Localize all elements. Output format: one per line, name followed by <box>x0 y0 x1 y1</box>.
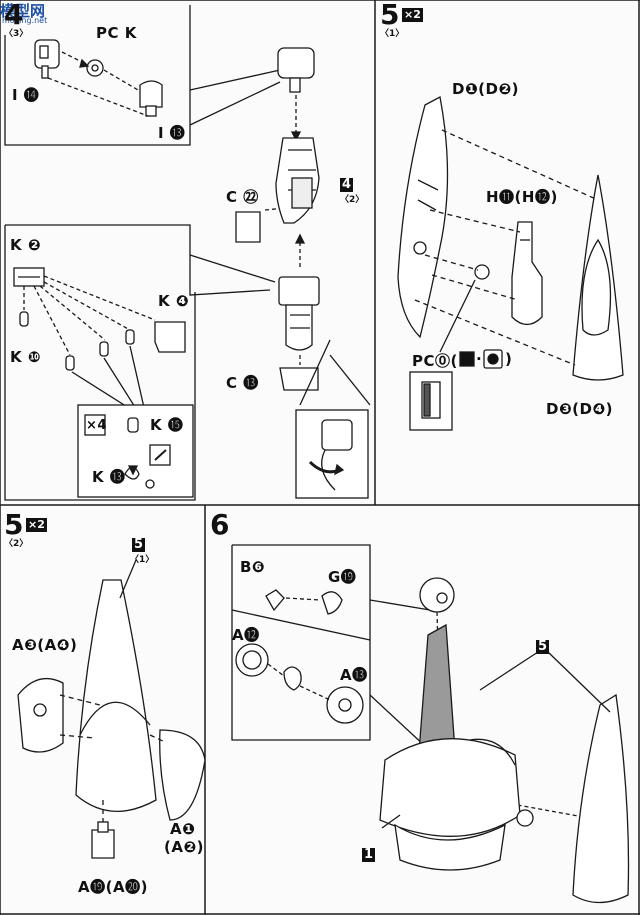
ref-step1-badge: 1 <box>362 847 375 862</box>
pc-o-leader <box>439 279 476 353</box>
label-pc-close: ) <box>505 350 513 368</box>
ref5-leader <box>119 559 137 599</box>
part-upper-arm <box>275 137 320 224</box>
label-pc-sep: · <box>476 350 483 368</box>
part-i13 <box>139 80 163 117</box>
part-shoulder-joint <box>277 47 315 93</box>
inset-arm-movement <box>295 339 371 499</box>
part-a13 <box>326 686 364 724</box>
label-h11: H⓫(H⓬) <box>486 188 558 206</box>
ref-step5-badge: 5 <box>132 537 145 552</box>
step4-sub: 〈3〉 <box>4 29 29 39</box>
part-g19 <box>321 591 343 615</box>
step6-leaders <box>381 651 611 829</box>
ref-step5-sub: 〈1〉 <box>130 555 155 565</box>
part-torso-assembly <box>379 623 534 871</box>
part-c22 <box>235 211 261 243</box>
step5-2-sub: 〈2〉 <box>4 539 29 549</box>
label-a2: (A❷) <box>164 838 205 856</box>
part-small-joint <box>283 666 302 691</box>
label-k13: K ⓭ <box>92 468 126 486</box>
ref-step4-sub: 〈2〉 <box>340 195 365 205</box>
step5-1-mult: ×2 <box>402 8 423 22</box>
label-c13: C ⓭ <box>226 374 259 392</box>
label-d3: D❸(D❹) <box>546 400 614 418</box>
label-x4: ×4 <box>86 418 107 433</box>
label-i13: I ⓭ <box>158 124 186 142</box>
label-g19: G⓳ <box>328 568 357 586</box>
label-k15: K ⓯ <box>150 416 184 434</box>
label-b6: B❻ <box>240 558 266 576</box>
step6-number: 6 <box>210 508 230 541</box>
label-k4: K ❹ <box>158 292 190 310</box>
label-k2: K ❷ <box>10 236 42 254</box>
step4-dashed-guides <box>47 51 301 365</box>
part-a19 <box>91 821 115 859</box>
k-dashed-guides <box>23 275 156 468</box>
label-a13: A⓭ <box>340 666 368 684</box>
step5-2-number: 5 <box>4 508 24 541</box>
arrowheads-step4 <box>79 58 306 244</box>
part-d1-shell <box>397 96 449 339</box>
label-a3: A❸(A❹) <box>12 636 78 654</box>
part-pc-k <box>86 59 104 77</box>
part-fingers <box>19 311 135 371</box>
step5-1-sub: 〈1〉 <box>380 29 405 39</box>
part-a1 <box>159 729 206 821</box>
site-watermark-url: moxing.net <box>2 16 48 25</box>
label-c22: C ㉒ <box>226 188 259 206</box>
part-pc-o <box>474 264 490 280</box>
part-forearm <box>278 276 320 351</box>
label-a19: A⓳(A⓴) <box>78 878 148 896</box>
part-k4 <box>154 321 186 353</box>
part-i14 <box>34 39 60 79</box>
step5-2-mult: ×2 <box>26 518 47 532</box>
inset-x4-box <box>77 404 194 498</box>
part-ball-joint <box>419 577 455 613</box>
step4-subpanel-mid <box>4 224 276 501</box>
part-body-shell <box>75 579 157 812</box>
label-k10: K ❿ <box>10 348 42 366</box>
part-h11 <box>511 221 543 326</box>
part-k2 <box>13 267 45 287</box>
part-c13 <box>279 367 319 391</box>
part-a12 <box>235 643 269 677</box>
step5-1-dashed-guides <box>414 129 599 366</box>
ref-step5-badge-step6: 5 <box>536 639 549 654</box>
ref-step4-badge: 4 <box>340 177 353 192</box>
step5-1-number: 5 <box>380 0 400 31</box>
label-i14: I ⓮ <box>12 86 40 104</box>
pc-o-inset <box>409 349 503 431</box>
label-pc-o: PC⓪( <box>412 352 458 370</box>
label-pc-k: PC K <box>96 24 137 42</box>
step4-subpanel-top <box>4 5 281 146</box>
label-a1: A❶ <box>170 820 196 838</box>
label-d1: D❶(D❷) <box>452 80 520 98</box>
step5-2-dashed-guides <box>59 694 166 822</box>
site-watermark-logo: 模型网 <box>0 2 46 20</box>
step4-number: 4 <box>4 0 24 31</box>
part-d3-shell <box>572 174 624 381</box>
label-a12: A⓬ <box>232 626 260 644</box>
part-side-shell <box>572 693 630 904</box>
part-a3 <box>17 677 64 753</box>
part-b6 <box>265 589 285 612</box>
